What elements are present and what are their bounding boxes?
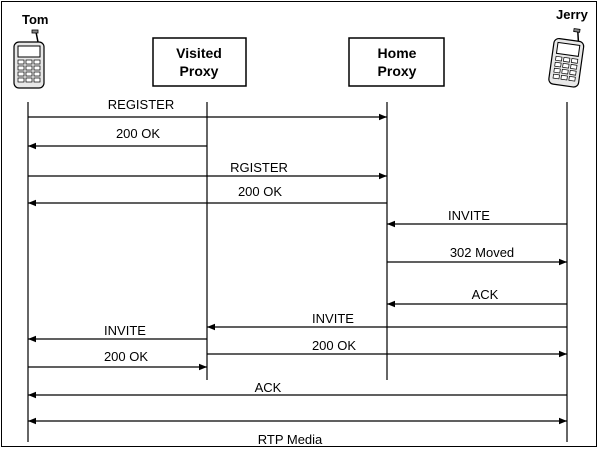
message-label: RGISTER [230,160,288,175]
message-label: 200 OK [116,126,160,141]
visited-proxy-label-line2: Proxy [180,63,219,79]
message-label: REGISTER [108,97,174,112]
message-label: ACK [255,380,282,395]
diagram-frame: Tom Jerry Visited Proxy Hom [1,1,597,447]
message-label: 302 Moved [450,245,514,260]
message-label: INVITE [448,208,490,223]
home-proxy-box: Home Proxy [348,37,445,87]
actor-tom-label: Tom [22,12,48,27]
phone-icon [548,28,585,88]
actor-jerry-label: Jerry [556,7,589,22]
home-proxy-label-line2: Proxy [378,63,417,79]
message-label: RTP Media [258,432,323,447]
message-label: 200 OK [104,349,148,364]
sequence-diagram: Tom Jerry Visited Proxy Hom [13,7,589,447]
phone-icon [13,29,45,89]
message-label: INVITE [312,311,354,326]
home-proxy-label-line1: Home [378,45,417,61]
messages: REGISTER 200 OK RGISTER 200 OK INVITE 302 Mov… [28,97,567,447]
message-label: 200 OK [312,338,356,353]
message-label: 200 OK [238,184,282,199]
visited-proxy-label-line1: Visited [176,45,222,61]
message-label: INVITE [104,323,146,338]
message-label: ACK [472,287,499,302]
visited-proxy-box: Visited Proxy [152,37,247,87]
